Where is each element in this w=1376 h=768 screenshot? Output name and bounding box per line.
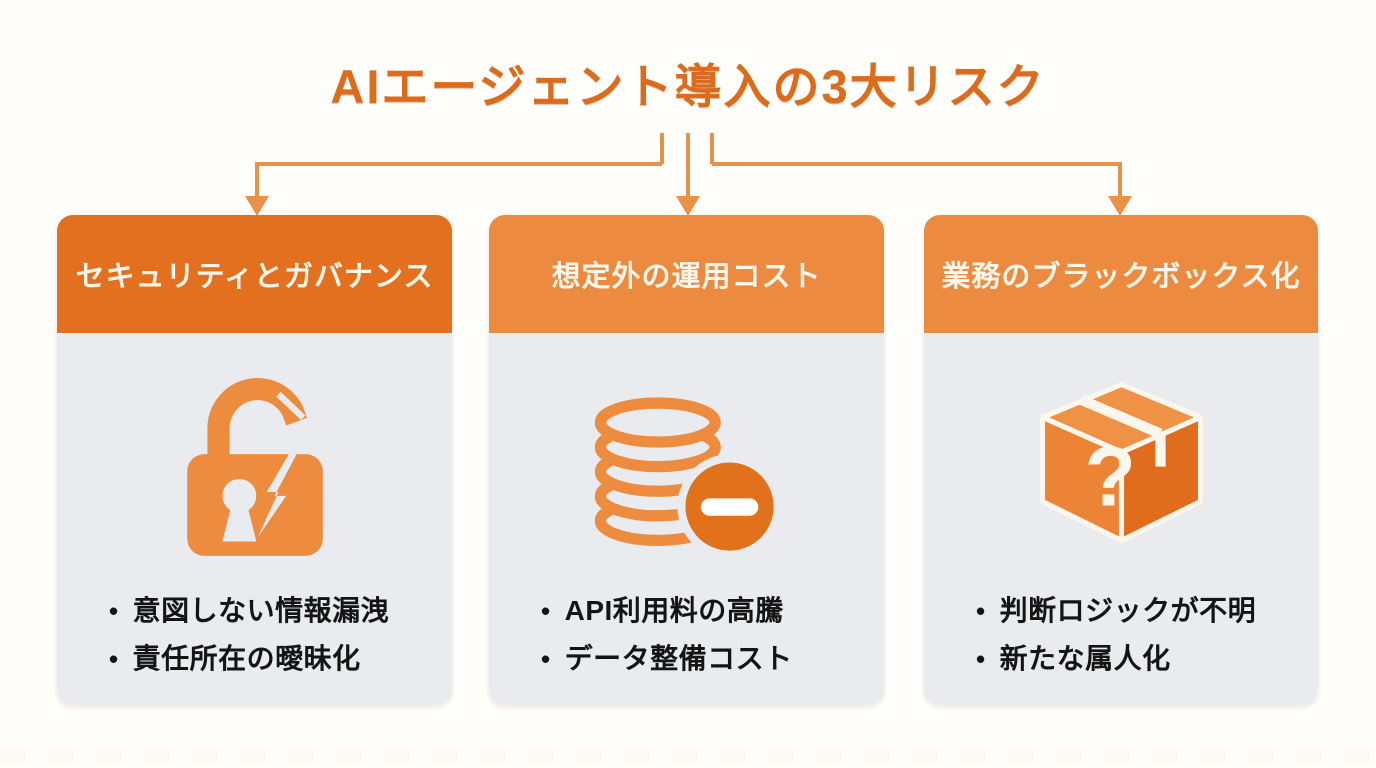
bullet-text: 新たな属人化	[999, 643, 1171, 674]
card-header-label: 想定外の運用コスト	[551, 261, 822, 293]
svg-text:?: ?	[1084, 429, 1135, 523]
list-item: • 責任所在の曖昧化	[109, 635, 442, 683]
risk-card-security: セキュリティとガバナンス • 意図しない情報漏洩	[57, 215, 452, 705]
coins-minus-icon	[594, 396, 782, 559]
bottom-watermark-strip	[0, 748, 1376, 764]
list-item: • 判断ロジックが不明	[976, 587, 1308, 635]
bullet-dot: •	[976, 596, 986, 626]
arrowhead-center-icon	[676, 196, 700, 216]
icon-area: ?	[924, 333, 1318, 573]
bullet-text: 意図しない情報漏洩	[132, 595, 390, 626]
connector-branch-right	[712, 162, 1122, 198]
list-item: • 意図しない情報漏洩	[109, 587, 442, 635]
connector-arrows	[245, 133, 1132, 216]
bullet-dot: •	[976, 644, 986, 674]
bullet-text: データ整備コスト	[564, 643, 793, 674]
bullet-dot: •	[109, 644, 119, 674]
bullet-list: • API利用料の高騰 • データ整備コスト	[489, 573, 884, 683]
bullet-dot: •	[541, 596, 551, 626]
bullet-dot: •	[541, 644, 551, 674]
risk-card-cost: 想定外の運用コスト • API利用料の高騰	[489, 215, 884, 705]
arrowhead-right-icon	[1108, 196, 1132, 216]
connector-branch-left	[255, 162, 662, 198]
bullet-dot: •	[109, 596, 119, 626]
icon-area	[57, 333, 452, 573]
list-item: • データ整備コスト	[541, 635, 874, 683]
risk-card-blackbox: 業務のブラックボックス化 ? • 判断ロジックが不明 • 新たな	[924, 215, 1318, 705]
bullet-list: • 判断ロジックが不明 • 新たな属人化	[924, 573, 1318, 683]
card-header-cost: 想定外の運用コスト	[489, 215, 884, 333]
page-title: AIエージェント導入の3大リスク	[330, 60, 1046, 113]
bullet-text: API利用料の高騰	[564, 595, 784, 626]
card-header-security: セキュリティとガバナンス	[57, 215, 452, 333]
card-header-label: 業務のブラックボックス化	[941, 261, 1301, 293]
card-header-label: セキュリティとガバナンス	[75, 261, 434, 293]
bullet-list: • 意図しない情報漏洩 • 責任所在の曖昧化	[57, 573, 452, 683]
card-body-blackbox: ? • 判断ロジックが不明 • 新たな属人化	[924, 333, 1318, 705]
card-body-security: • 意図しない情報漏洩 • 責任所在の曖昧化	[57, 333, 452, 705]
bullet-text: 判断ロジックが不明	[999, 595, 1257, 626]
list-item: • 新たな属人化	[976, 635, 1308, 683]
broken-lock-icon	[186, 378, 323, 556]
question-box-icon: ?	[1039, 381, 1203, 543]
list-item: • API利用料の高騰	[541, 587, 874, 635]
card-body-cost: • API利用料の高騰 • データ整備コスト	[489, 333, 884, 705]
arrowhead-left-icon	[245, 196, 269, 216]
bullet-text: 責任所在の曖昧化	[132, 643, 361, 674]
icon-area	[489, 333, 884, 573]
card-header-blackbox: 業務のブラックボックス化	[924, 215, 1318, 333]
